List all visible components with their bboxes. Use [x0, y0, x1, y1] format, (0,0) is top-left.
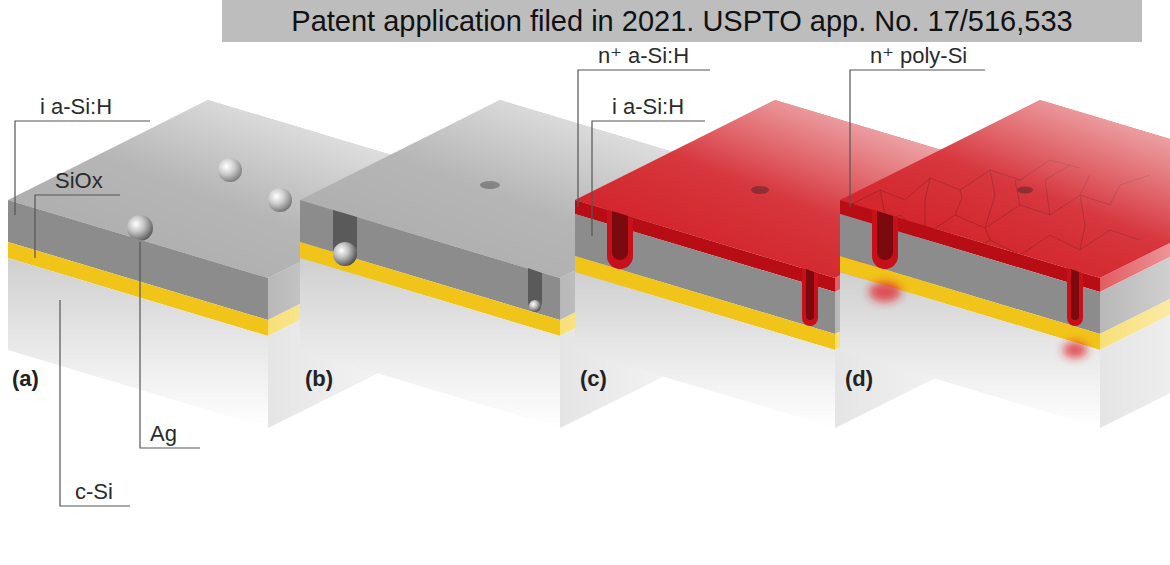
panel-letter: (c) [580, 366, 607, 391]
leader-line [60, 300, 130, 506]
layer-label: n⁺ poly-Si [870, 43, 967, 68]
panel-d-block [840, 100, 1170, 428]
panel-letter: (d) [845, 366, 873, 391]
layer-label: c-Si [75, 479, 113, 504]
layer-label: SiOx [55, 168, 103, 193]
leader-lines [15, 70, 985, 506]
panel-letter: (a) [12, 366, 39, 391]
leader-line [35, 195, 120, 258]
leader-line [850, 70, 985, 207]
page-title: Patent application filed in 2021. USPTO … [222, 0, 1142, 42]
layer-label: i a-Si:H [40, 94, 112, 119]
layer-label: n⁺ a-Si:H [598, 43, 689, 68]
leader-line [592, 121, 705, 236]
leader-line [578, 70, 710, 207]
part-label: Ag [150, 421, 177, 446]
leader-line [140, 242, 200, 448]
layer-label: i a-Si:H [612, 94, 684, 119]
panel-letter: (b) [305, 366, 333, 391]
